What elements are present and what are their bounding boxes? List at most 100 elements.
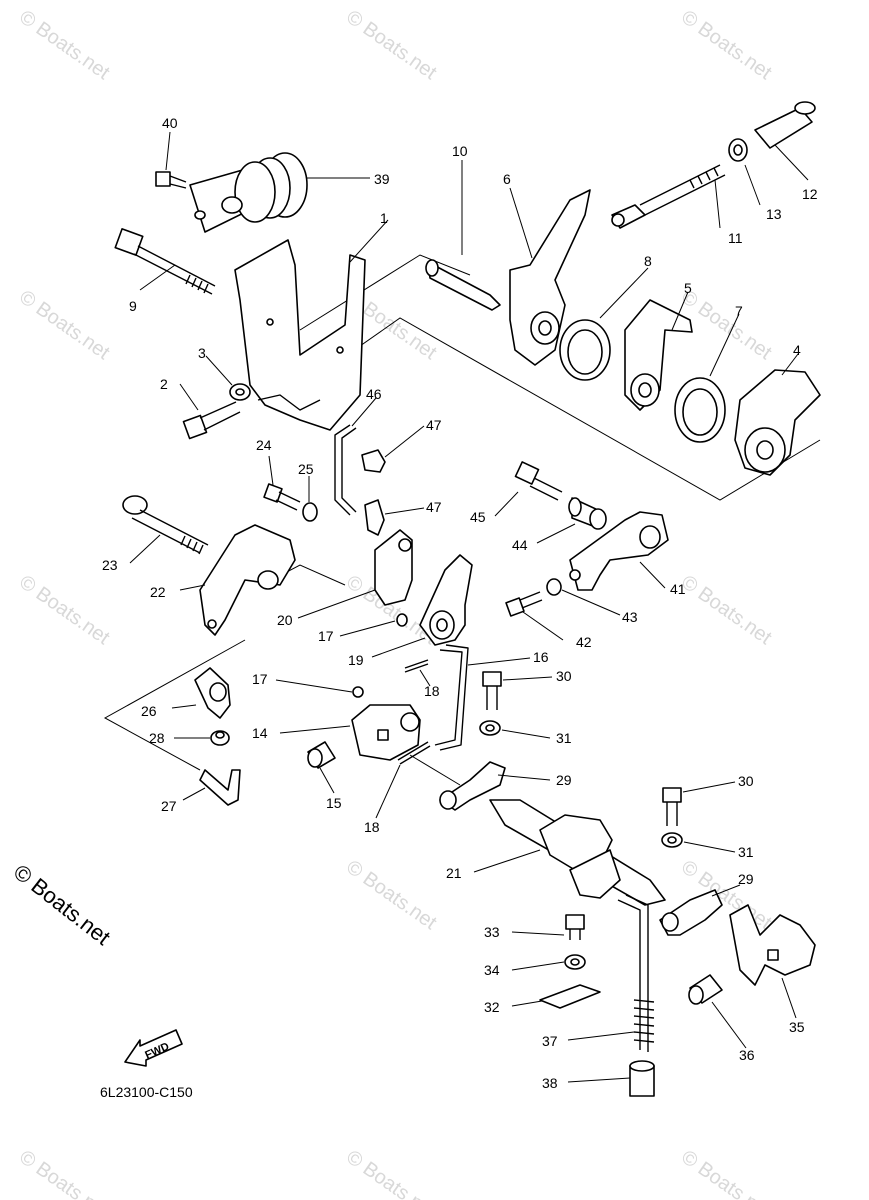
- watermark: © Boats.net: [677, 1146, 776, 1200]
- watermark: © Boats.net: [677, 286, 776, 364]
- callout-label: 40: [162, 115, 178, 131]
- lever-19: [419, 554, 473, 646]
- link-41: [569, 511, 669, 591]
- callout-label: 27: [161, 798, 177, 814]
- lever-29: [659, 889, 723, 936]
- plate-22: [199, 524, 296, 636]
- collar-38: [629, 1060, 655, 1097]
- collar-7: [674, 377, 726, 443]
- washer-3: [229, 383, 251, 401]
- washer-43: [546, 578, 562, 596]
- callout-label: 31: [556, 730, 572, 746]
- rod-46: [334, 424, 357, 516]
- callout-label: 25: [298, 461, 314, 477]
- callout-label: 18: [364, 819, 380, 835]
- bolt-23: [122, 495, 209, 555]
- callout-label: 13: [766, 206, 782, 222]
- callout-label: 33: [484, 924, 500, 940]
- collar-36: [688, 974, 723, 1005]
- collar-44: [568, 497, 607, 530]
- callout-label: 16: [533, 649, 549, 665]
- copyright-label: © Boats.net: [9, 859, 115, 950]
- frame-line: [103, 639, 246, 771]
- washer-34: [564, 954, 586, 970]
- callout-label: 30: [556, 668, 572, 684]
- callout-label: 1: [380, 210, 388, 226]
- nut-28: [210, 730, 230, 746]
- washer-31: [661, 832, 683, 848]
- bracket-35: [729, 904, 816, 986]
- bolt-42: [505, 591, 543, 617]
- callout-label: 17: [252, 671, 268, 687]
- callout-label: 22: [150, 584, 166, 600]
- block-14: [351, 704, 421, 761]
- callout-label: 39: [374, 171, 390, 187]
- collar-15: [307, 741, 336, 769]
- callout-label: 5: [684, 280, 692, 296]
- callout-label: 42: [576, 634, 592, 650]
- drawing-code: 6L23100-C150: [100, 1084, 193, 1100]
- cam-4: [734, 369, 821, 476]
- bolt-9: [114, 228, 216, 295]
- watermark: © Boats.net: [15, 1146, 114, 1200]
- callout-label: 35: [789, 1019, 805, 1035]
- callout-label: 38: [542, 1075, 558, 1091]
- pulley-39: [189, 152, 308, 233]
- callout-label: 18: [424, 683, 440, 699]
- callouts: 1 2 3 4 5 6 7 8 9 10 11 12 13 14 15 16 1…: [102, 115, 818, 1091]
- watermark: © Boats.net: [342, 856, 441, 934]
- callout-label: 19: [348, 652, 364, 668]
- callout-label: 9: [129, 298, 137, 314]
- callout-label: 17: [318, 628, 334, 644]
- frame-line: [299, 254, 471, 331]
- washer-31: [479, 720, 501, 736]
- callout-label: 32: [484, 999, 500, 1015]
- watermark: © Boats.net: [342, 1146, 441, 1200]
- parts: FWD: [114, 101, 821, 1097]
- washer-17: [396, 613, 408, 627]
- callout-label: 8: [644, 253, 652, 269]
- callout-label: 41: [670, 581, 686, 597]
- rod-16: [434, 644, 469, 751]
- washer-17: [352, 686, 364, 698]
- callout-label: 30: [738, 773, 754, 789]
- bolt-24: [263, 483, 301, 511]
- callout-label: 6: [503, 171, 511, 187]
- callout-label: 4: [793, 342, 801, 358]
- nut-13: [728, 138, 748, 162]
- callout-label: 31: [738, 844, 754, 860]
- bolt-45: [514, 461, 563, 501]
- leader-lines: [129, 131, 809, 1083]
- watermark: © Boats.net: [15, 571, 114, 649]
- watermark: © Boats.net: [15, 286, 114, 364]
- lever-29: [439, 761, 506, 811]
- plate-32: [539, 984, 601, 1009]
- callout-label: 29: [556, 772, 572, 788]
- callout-label: 45: [470, 509, 486, 525]
- rod-11: [611, 164, 726, 229]
- watermark: © Boats.net: [677, 6, 776, 84]
- callout-label: 36: [739, 1047, 755, 1063]
- pin-10: [425, 259, 501, 311]
- watermark: © Boats.net: [15, 6, 114, 84]
- bracket-1: [234, 239, 366, 431]
- callout-label: 3: [198, 345, 206, 361]
- callout-label: 26: [141, 703, 157, 719]
- bushing-26: [194, 667, 231, 719]
- callout-label: 14: [252, 725, 268, 741]
- bolt-30: [662, 787, 682, 826]
- cam-5: [624, 299, 693, 411]
- callout-label: 46: [366, 386, 382, 402]
- callout-label: 28: [149, 730, 165, 746]
- joint-12: [754, 101, 816, 149]
- callout-label: 21: [446, 865, 462, 881]
- clip-47: [361, 449, 386, 473]
- callout-label: 23: [102, 557, 118, 573]
- rod-37: [617, 894, 655, 1052]
- bracket-20: [374, 529, 413, 606]
- watermark: © Boats.net: [677, 571, 776, 649]
- callout-label: 11: [728, 230, 743, 246]
- callout-label: 44: [512, 537, 528, 553]
- callout-label: 37: [542, 1033, 558, 1049]
